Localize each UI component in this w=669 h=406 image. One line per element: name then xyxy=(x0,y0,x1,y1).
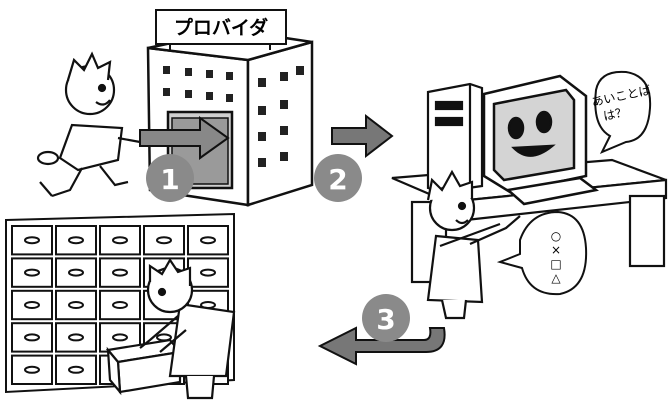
drawer-handle xyxy=(24,236,40,245)
drawer-handle xyxy=(68,333,84,342)
drawer-handle xyxy=(24,365,40,374)
answer-symbol-2: × xyxy=(551,243,561,257)
drawer-handle xyxy=(68,268,84,277)
drawer-handle xyxy=(200,236,216,245)
monitor xyxy=(482,74,600,206)
answer-bubble: ○ × □ △ xyxy=(496,210,588,296)
password-request-bubble: あいことば は？ xyxy=(590,70,652,154)
typing-man-body xyxy=(426,234,484,304)
mailbox-man xyxy=(139,257,236,400)
drawer-handle xyxy=(112,301,128,309)
walking-man-body xyxy=(58,123,124,172)
drawer-handle xyxy=(24,333,40,342)
step-2-number: 2 xyxy=(328,163,347,196)
answer-symbol-3: □ xyxy=(550,257,561,271)
drawer-handle xyxy=(24,301,40,309)
bubble-line-2: は？ xyxy=(602,105,628,124)
answer-symbol-4: △ xyxy=(551,271,561,285)
arrow-step1-to-step2 xyxy=(331,113,394,159)
drawer-handle xyxy=(112,333,128,342)
drawer-handle xyxy=(68,301,84,309)
drawer-handle xyxy=(200,268,216,277)
drawer-handle xyxy=(112,236,128,245)
typing-man xyxy=(426,169,521,320)
drawer-handle xyxy=(112,268,128,277)
enter-arrow xyxy=(139,116,230,160)
step-1-number: 1 xyxy=(160,163,179,196)
drawer-handle xyxy=(156,236,172,245)
step-2-badge: 2 xyxy=(314,154,362,202)
step-1-badge: 1 xyxy=(146,154,194,202)
mailbox-drawer xyxy=(55,225,97,256)
provider-sign: プロバイダ xyxy=(155,9,287,50)
answer-symbol-1: ○ xyxy=(551,229,561,243)
pc-tower xyxy=(426,82,484,194)
step-3-number: 3 xyxy=(376,303,395,336)
drawer-handle xyxy=(24,268,40,277)
walking-man xyxy=(36,51,141,198)
arrow-step2-to-step3 xyxy=(317,326,446,366)
open-drawer xyxy=(105,338,183,396)
provider-sign-label: プロバイダ xyxy=(174,16,268,39)
drawer-handle xyxy=(68,365,84,374)
step-3-badge: 3 xyxy=(362,294,410,342)
drawer-handle xyxy=(68,236,84,245)
mailbox-man-body xyxy=(168,302,236,378)
